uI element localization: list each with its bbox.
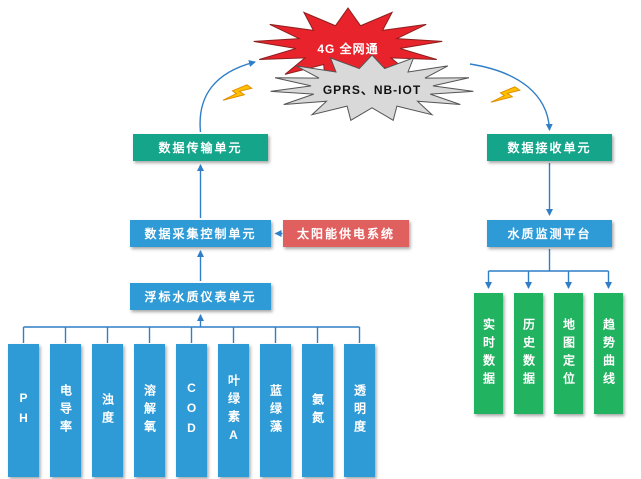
burst-gprs-shape bbox=[270, 54, 474, 122]
sensor-label: 蓝绿藻 bbox=[268, 383, 283, 438]
node-data-receiving-unit: 数据接收单元 bbox=[487, 134, 612, 161]
connector-cloud-to-receiving bbox=[469, 63, 553, 131]
cloud-label-4g: 4G 全网通 bbox=[317, 42, 379, 56]
sensor-box-blue-green-algae: 蓝绿藻 bbox=[260, 344, 291, 477]
lightning-icon-left bbox=[222, 84, 253, 101]
node-water-quality-monitoring-platform: 水质监测平台 bbox=[487, 220, 612, 247]
sensor-box-cod: COD bbox=[176, 344, 207, 477]
sensor-label: 电导率 bbox=[58, 383, 73, 438]
feature-label: 实时数据 bbox=[481, 317, 496, 390]
lightning-icon-right bbox=[490, 86, 521, 103]
sensor-box-ph: PH bbox=[8, 344, 39, 477]
node-buoy-instrument-unit: 浮标水质仪表单元 bbox=[130, 283, 271, 310]
feature-box-history-data: 历史数据 bbox=[514, 293, 543, 414]
feature-label: 趋势曲线 bbox=[601, 317, 616, 390]
node-solar-power-system: 太阳能供电系统 bbox=[283, 220, 409, 247]
sensor-box-dissolved-oxygen: 溶解氧 bbox=[134, 344, 165, 477]
sensor-box-conductivity: 电导率 bbox=[50, 344, 81, 477]
cloud-label-gprs: GPRS、NB-IOT bbox=[322, 83, 422, 97]
sensor-label: PH bbox=[16, 390, 31, 431]
sensor-label: 溶解氧 bbox=[142, 383, 157, 438]
feature-label: 历史数据 bbox=[521, 317, 536, 390]
sensor-label: 叶绿素A bbox=[226, 373, 241, 448]
feature-box-trend-curve: 趋势曲线 bbox=[594, 293, 623, 414]
sensor-box-transparency: 透明度 bbox=[344, 344, 375, 477]
sensor-label: 透明度 bbox=[352, 383, 367, 438]
feature-box-realtime-data: 实时数据 bbox=[474, 293, 503, 414]
sensor-label: 氨氮 bbox=[310, 392, 325, 429]
sensor-box-ammonia-nitrogen: 氨氮 bbox=[302, 344, 333, 477]
node-data-acquisition-control-unit: 数据采集控制单元 bbox=[130, 220, 271, 247]
sensor-box-chlorophyll-a: 叶绿素A bbox=[218, 344, 249, 477]
sensor-box-turbidity: 浊度 bbox=[92, 344, 123, 477]
sensor-label: 浊度 bbox=[100, 392, 115, 429]
connector-transmission-to-cloud bbox=[199, 60, 256, 133]
feature-box-map-location: 地图定位 bbox=[554, 293, 583, 414]
feature-label: 地图定位 bbox=[561, 317, 576, 390]
sensor-label: COD bbox=[184, 380, 199, 441]
node-data-transmission-unit: 数据传输单元 bbox=[133, 134, 268, 161]
